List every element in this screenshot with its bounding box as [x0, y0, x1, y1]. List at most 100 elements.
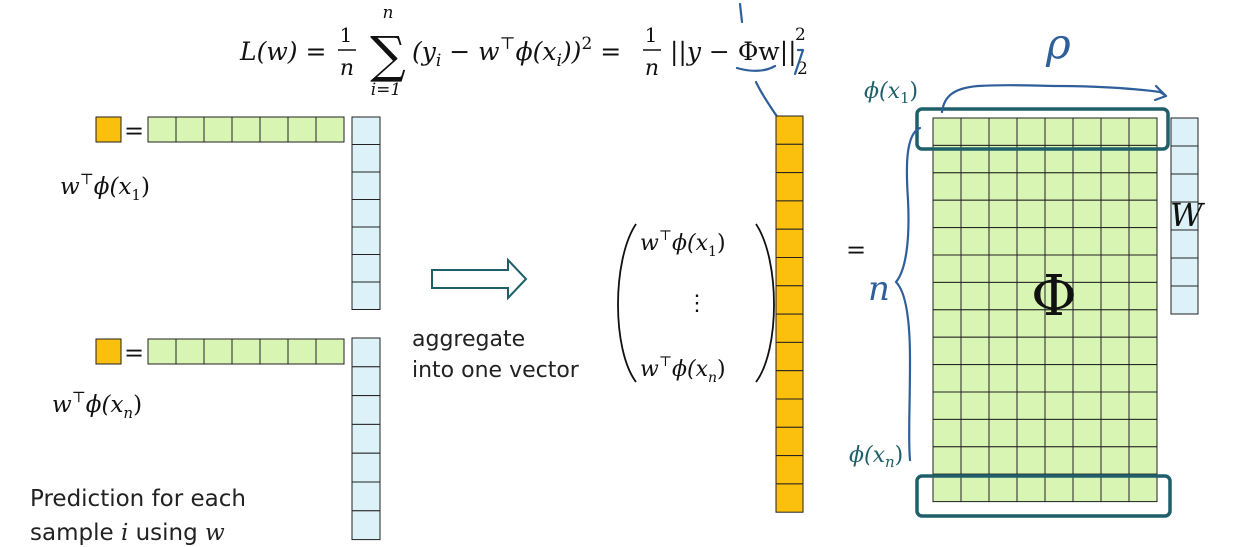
formula-square: 2	[581, 34, 592, 54]
w-bottom-cell	[351, 510, 381, 541]
formula-frac-den: n	[340, 56, 354, 81]
Phi-matrix-cell	[988, 336, 1018, 366]
w-right-cell	[1170, 201, 1199, 231]
Phi-matrix-cell	[1128, 172, 1158, 201]
Phi-matrix-cell	[1044, 446, 1074, 475]
formula-body: (y	[412, 37, 437, 66]
formula-sum-symbol: ∑	[370, 26, 406, 84]
caption-line2-w: w	[205, 520, 225, 546]
svg-text:||y − Φw||: ||y − Φw||	[670, 37, 797, 67]
Phi-matrix-cell	[932, 172, 962, 201]
svg-text:w⊤ϕ(x1): w⊤ϕ(x1)	[640, 228, 726, 260]
w-top-cell	[351, 116, 381, 145]
Phi-matrix-cell	[1128, 336, 1158, 366]
Phi-matrix-cell	[1044, 281, 1074, 311]
Phi-matrix-cell	[988, 172, 1018, 201]
Phi-matrix-cell	[988, 418, 1018, 448]
left-bottom-label-sub: n	[123, 404, 133, 422]
Phi-matrix-cell	[1072, 227, 1102, 256]
Phi-matrix-cell	[932, 254, 962, 283]
Phi-matrix-cell	[960, 446, 990, 475]
vec-dots: ⋮	[686, 291, 708, 316]
Phi-matrix-cell	[932, 309, 962, 338]
Phi-matrix-cell	[1100, 309, 1130, 338]
Phi-matrix-cell	[1072, 418, 1102, 448]
scalar-prediction-1	[95, 116, 122, 143]
Phi-matrix-cell	[1016, 117, 1046, 146]
right-phi-x1-close: )	[910, 79, 919, 104]
phi-xn-row-cell	[175, 338, 205, 365]
svg-text:sample i using w: sample i using w	[30, 520, 225, 546]
Phi-matrix-cell	[1128, 309, 1158, 338]
caption-line2-prefix: sample	[30, 520, 121, 546]
left-bottom-group: = w⊤ϕ(xn)	[52, 337, 381, 541]
Phi-matrix-cell	[1100, 364, 1130, 393]
Phi-matrix-cell	[1044, 336, 1074, 366]
prediction-cell	[775, 115, 804, 145]
prediction-caption: Prediction for each sample i using w	[30, 486, 246, 546]
w-right-cell	[1170, 229, 1199, 259]
left-paren	[617, 223, 637, 383]
n-samples-label: n	[868, 269, 890, 309]
right-phi-xn: ϕ(x	[849, 443, 886, 468]
caption-line2-i: i	[121, 520, 128, 546]
caption-line1: Prediction for each	[30, 486, 246, 512]
prediction-cell	[775, 257, 804, 287]
w-right-cell	[1170, 257, 1199, 287]
left-top-label-sub: 1	[131, 186, 141, 204]
w-right-cell	[1170, 117, 1199, 147]
Phi-matrix-cell	[1128, 364, 1158, 393]
hollow-arrow-icon	[431, 257, 528, 301]
Phi-matrix-cell	[960, 309, 990, 338]
loss-formula: L(w) = 1 n n ∑ i=1 (yi − w⊤ϕ(xi))2 = 1 n…	[239, 3, 808, 100]
Phi-matrix-cell	[932, 446, 962, 475]
w-top-cell	[351, 171, 381, 200]
Phi-matrix-cell	[960, 172, 990, 201]
vec-top-transpose: ⊤	[659, 228, 672, 244]
Phi-matrix-cell	[1100, 473, 1130, 503]
right-phi-x1-sub: 1	[900, 89, 910, 107]
Phi-matrix-cell	[1016, 227, 1046, 256]
Phi-matrix-cell	[960, 473, 990, 503]
Phi-matrix-cell	[960, 254, 990, 283]
Phi-matrix-cell	[1044, 364, 1074, 393]
Phi-matrix-cell	[1128, 227, 1158, 256]
w-top-cell	[351, 199, 381, 228]
Phi-matrix-cell	[1100, 117, 1130, 146]
Phi-matrix-cell	[988, 446, 1018, 475]
prediction-cell	[775, 143, 804, 174]
phi-xn-row-cell	[203, 338, 233, 365]
Phi-matrix-cell	[1072, 172, 1102, 201]
prediction-cell	[775, 285, 804, 315]
aggregate-line2: into one vector	[412, 358, 580, 383]
prediction-cell	[775, 398, 804, 428]
Phi-matrix-cell	[1072, 309, 1102, 338]
Phi-matrix-cell	[1100, 199, 1130, 229]
Phi-matrix-cell	[1044, 254, 1074, 283]
vec-top-sub: 1	[708, 244, 717, 260]
formula-norm-sup: 2	[795, 25, 806, 45]
formula-norm-sub: 2	[797, 59, 808, 79]
Phi-matrix-cell	[1016, 336, 1046, 366]
Phi-matrix-cell	[932, 281, 962, 311]
Phi-matrix-cell	[932, 364, 962, 393]
formula-body-end: ))	[561, 37, 582, 66]
Phi-matrix-cell	[1016, 309, 1046, 338]
Phi-matrix-cell	[1044, 473, 1074, 503]
scalar-prediction-n	[95, 338, 122, 365]
w-top-cell	[351, 281, 381, 310]
Phi-matrix-cell	[1072, 199, 1102, 229]
svg-text:w⊤ϕ(x1): w⊤ϕ(x1)	[60, 170, 150, 204]
right-phi-x1: ϕ(x	[864, 79, 901, 104]
phi-xn-row-cell	[287, 338, 317, 365]
svg-text:(yi − w⊤ϕ(xi))2 =: (yi − w⊤ϕ(xi))2 =	[412, 34, 621, 71]
prediction-cell	[775, 228, 804, 258]
vec-top-close: )	[717, 231, 726, 256]
Phi-matrix-cell	[1072, 473, 1102, 503]
phi-xn-row-highlight	[915, 474, 1172, 518]
left-bottom-equals: =	[124, 339, 144, 367]
Phi-matrix-cell	[1016, 364, 1046, 393]
Phi-matrix-cell	[960, 281, 990, 311]
Phi-matrix-cell	[960, 336, 990, 366]
Phi-matrix-cell	[988, 117, 1018, 146]
